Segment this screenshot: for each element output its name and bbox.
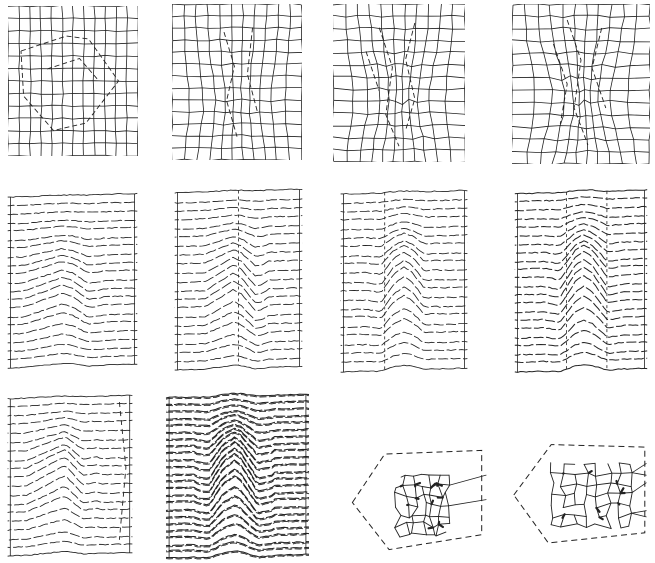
mesh-svg	[8, 6, 138, 156]
mesh-svg	[7, 192, 138, 369]
mesh-svg	[513, 444, 647, 544]
mesh-panel-r1c1	[8, 6, 138, 156]
mesh-svg	[514, 189, 648, 373]
mesh-svg	[174, 188, 303, 371]
mesh-panel-r1c3	[333, 4, 465, 162]
mesh-panel-r2c4	[512, 186, 650, 375]
mesh-svg	[165, 392, 310, 560]
mesh-svg	[7, 394, 133, 557]
mesh-svg	[512, 4, 650, 164]
mesh-panel-r3c1	[5, 392, 135, 560]
mesh-svg	[340, 189, 468, 373]
mesh-panel-r1c4	[512, 4, 650, 164]
mesh-panel-r1c2	[172, 4, 302, 160]
mesh-svg	[351, 449, 487, 551]
mesh-panel-r2c3	[338, 186, 470, 375]
outline-panel-r3c3	[345, 438, 492, 562]
mesh-panel-r3c2	[163, 390, 312, 562]
mesh-svg	[172, 4, 302, 160]
mesh-svg	[333, 4, 465, 162]
outline-panel-r3c4	[508, 432, 652, 558]
mesh-panel-r2c2	[172, 186, 305, 374]
mesh-panel-r2c1	[5, 190, 140, 372]
